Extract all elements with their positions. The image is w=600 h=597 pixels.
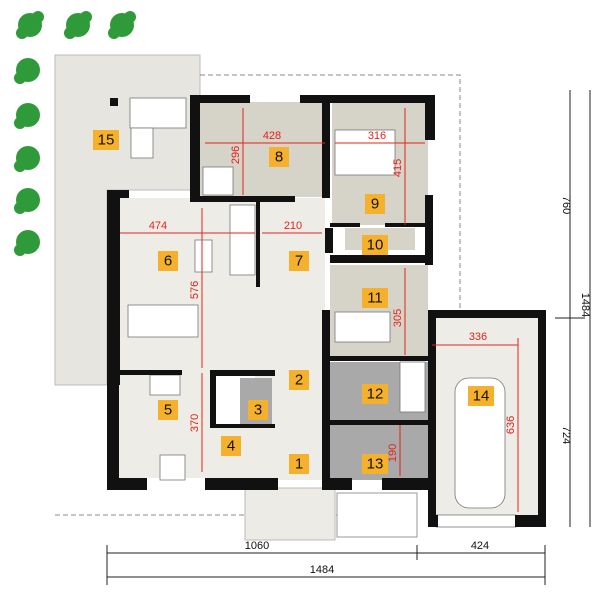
- room-badge-13: 13: [362, 454, 388, 474]
- tree-icon: [14, 58, 40, 84]
- tree-icon: [16, 11, 44, 39]
- room-badge-3: 3: [248, 400, 268, 420]
- room-number: 6: [164, 253, 172, 270]
- planter: [336, 492, 418, 538]
- dim-r9-depth: 415: [392, 108, 406, 225]
- bedroom-11-floor: [330, 265, 428, 358]
- overall-dimensions: 760 724 1484 1060 424 1484: [106, 90, 591, 585]
- dim-label: 190: [387, 444, 399, 462]
- room-number: 4: [227, 438, 235, 455]
- room-badge-10: 10: [362, 235, 388, 255]
- dim-label: 1484: [579, 293, 591, 317]
- dim-r11-depth: 305: [392, 268, 406, 355]
- room-dimensions: 428 296 316 415 474 210 576 370 305 190 …: [120, 108, 519, 512]
- dim-r13-depth: 190: [387, 425, 401, 476]
- dim-r6-width: 474: [120, 220, 255, 234]
- dim-r8-width: 428: [205, 130, 325, 144]
- dim-label: 415: [392, 159, 404, 177]
- tree-icon: [64, 11, 92, 39]
- dim-label: 305: [392, 309, 404, 327]
- room-number: 3: [254, 402, 262, 419]
- entrance-step: [244, 487, 336, 541]
- dim-r9-width: 316: [335, 130, 425, 144]
- room-badge-7: 7: [289, 251, 309, 271]
- room-number: 13: [367, 456, 384, 473]
- room-badge-5: 5: [158, 400, 178, 420]
- room-badge-1: 1: [289, 454, 309, 474]
- dim-bottom-left: 1060: [106, 540, 418, 585]
- trees: [14, 11, 391, 523]
- room-badge-2: 2: [289, 370, 309, 390]
- dim-bottom-right: 424: [417, 540, 546, 585]
- tree-icon: [14, 146, 40, 172]
- room-badge-8: 8: [269, 147, 289, 167]
- room-number: 10: [367, 237, 384, 254]
- hall-floor: [255, 198, 325, 480]
- dim-bottom-total: 1484: [107, 564, 545, 578]
- dim-r14-depth: 636: [505, 338, 519, 512]
- dim-right-upper: 760: [555, 90, 585, 319]
- room-number: 9: [371, 196, 379, 213]
- dim-r6-depth: 576: [189, 208, 203, 368]
- room-number: 7: [295, 253, 303, 270]
- dim-r7-width: 210: [262, 220, 322, 234]
- dim-label: 296: [230, 146, 242, 164]
- dim-label: 760: [560, 196, 572, 214]
- dim-label: 370: [189, 414, 201, 432]
- room-badge-12: 12: [362, 384, 388, 404]
- dim-r5-depth: 370: [189, 373, 203, 472]
- dim-label: 1060: [245, 540, 269, 552]
- room-number: 15: [98, 132, 115, 149]
- tree-icon: [108, 11, 136, 39]
- room-number: 1: [295, 456, 303, 473]
- dim-label: 428: [263, 130, 281, 142]
- dim-label: 316: [368, 130, 386, 142]
- room-badge-15: 15: [93, 130, 119, 150]
- room-number: 14: [473, 388, 490, 405]
- room-number: 12: [367, 386, 384, 403]
- room-badge-9: 9: [365, 194, 385, 214]
- dim-label: 474: [149, 220, 167, 232]
- dim-right-total: 1484: [579, 90, 591, 527]
- room-number: 2: [295, 372, 303, 389]
- dim-label: 724: [560, 426, 572, 444]
- room-badge-14: 14: [468, 386, 494, 406]
- dim-label: 636: [505, 416, 517, 434]
- dim-right-lower: 724: [560, 318, 572, 527]
- room-number: 8: [275, 149, 283, 166]
- dim-label: 576: [189, 281, 201, 299]
- room-badge-11: 11: [362, 288, 388, 308]
- dim-label: 210: [284, 220, 302, 232]
- dim-label: 1484: [310, 564, 334, 576]
- room-number: 5: [164, 402, 172, 419]
- tree-icon: [14, 103, 40, 129]
- tree-icon: [14, 188, 40, 214]
- dim-r14-width: 336: [432, 331, 518, 346]
- dim-label: 336: [469, 331, 487, 343]
- room-badge-6: 6: [158, 251, 178, 271]
- dim-label: 424: [471, 540, 489, 552]
- walls: [107, 95, 546, 527]
- room-badge-4: 4: [221, 436, 241, 456]
- furniture: [110, 97, 517, 528]
- room-number: 11: [367, 290, 383, 307]
- tree-icon: [14, 230, 40, 256]
- car-icon: [454, 377, 506, 509]
- dim-r8-depth: 296: [230, 108, 244, 195]
